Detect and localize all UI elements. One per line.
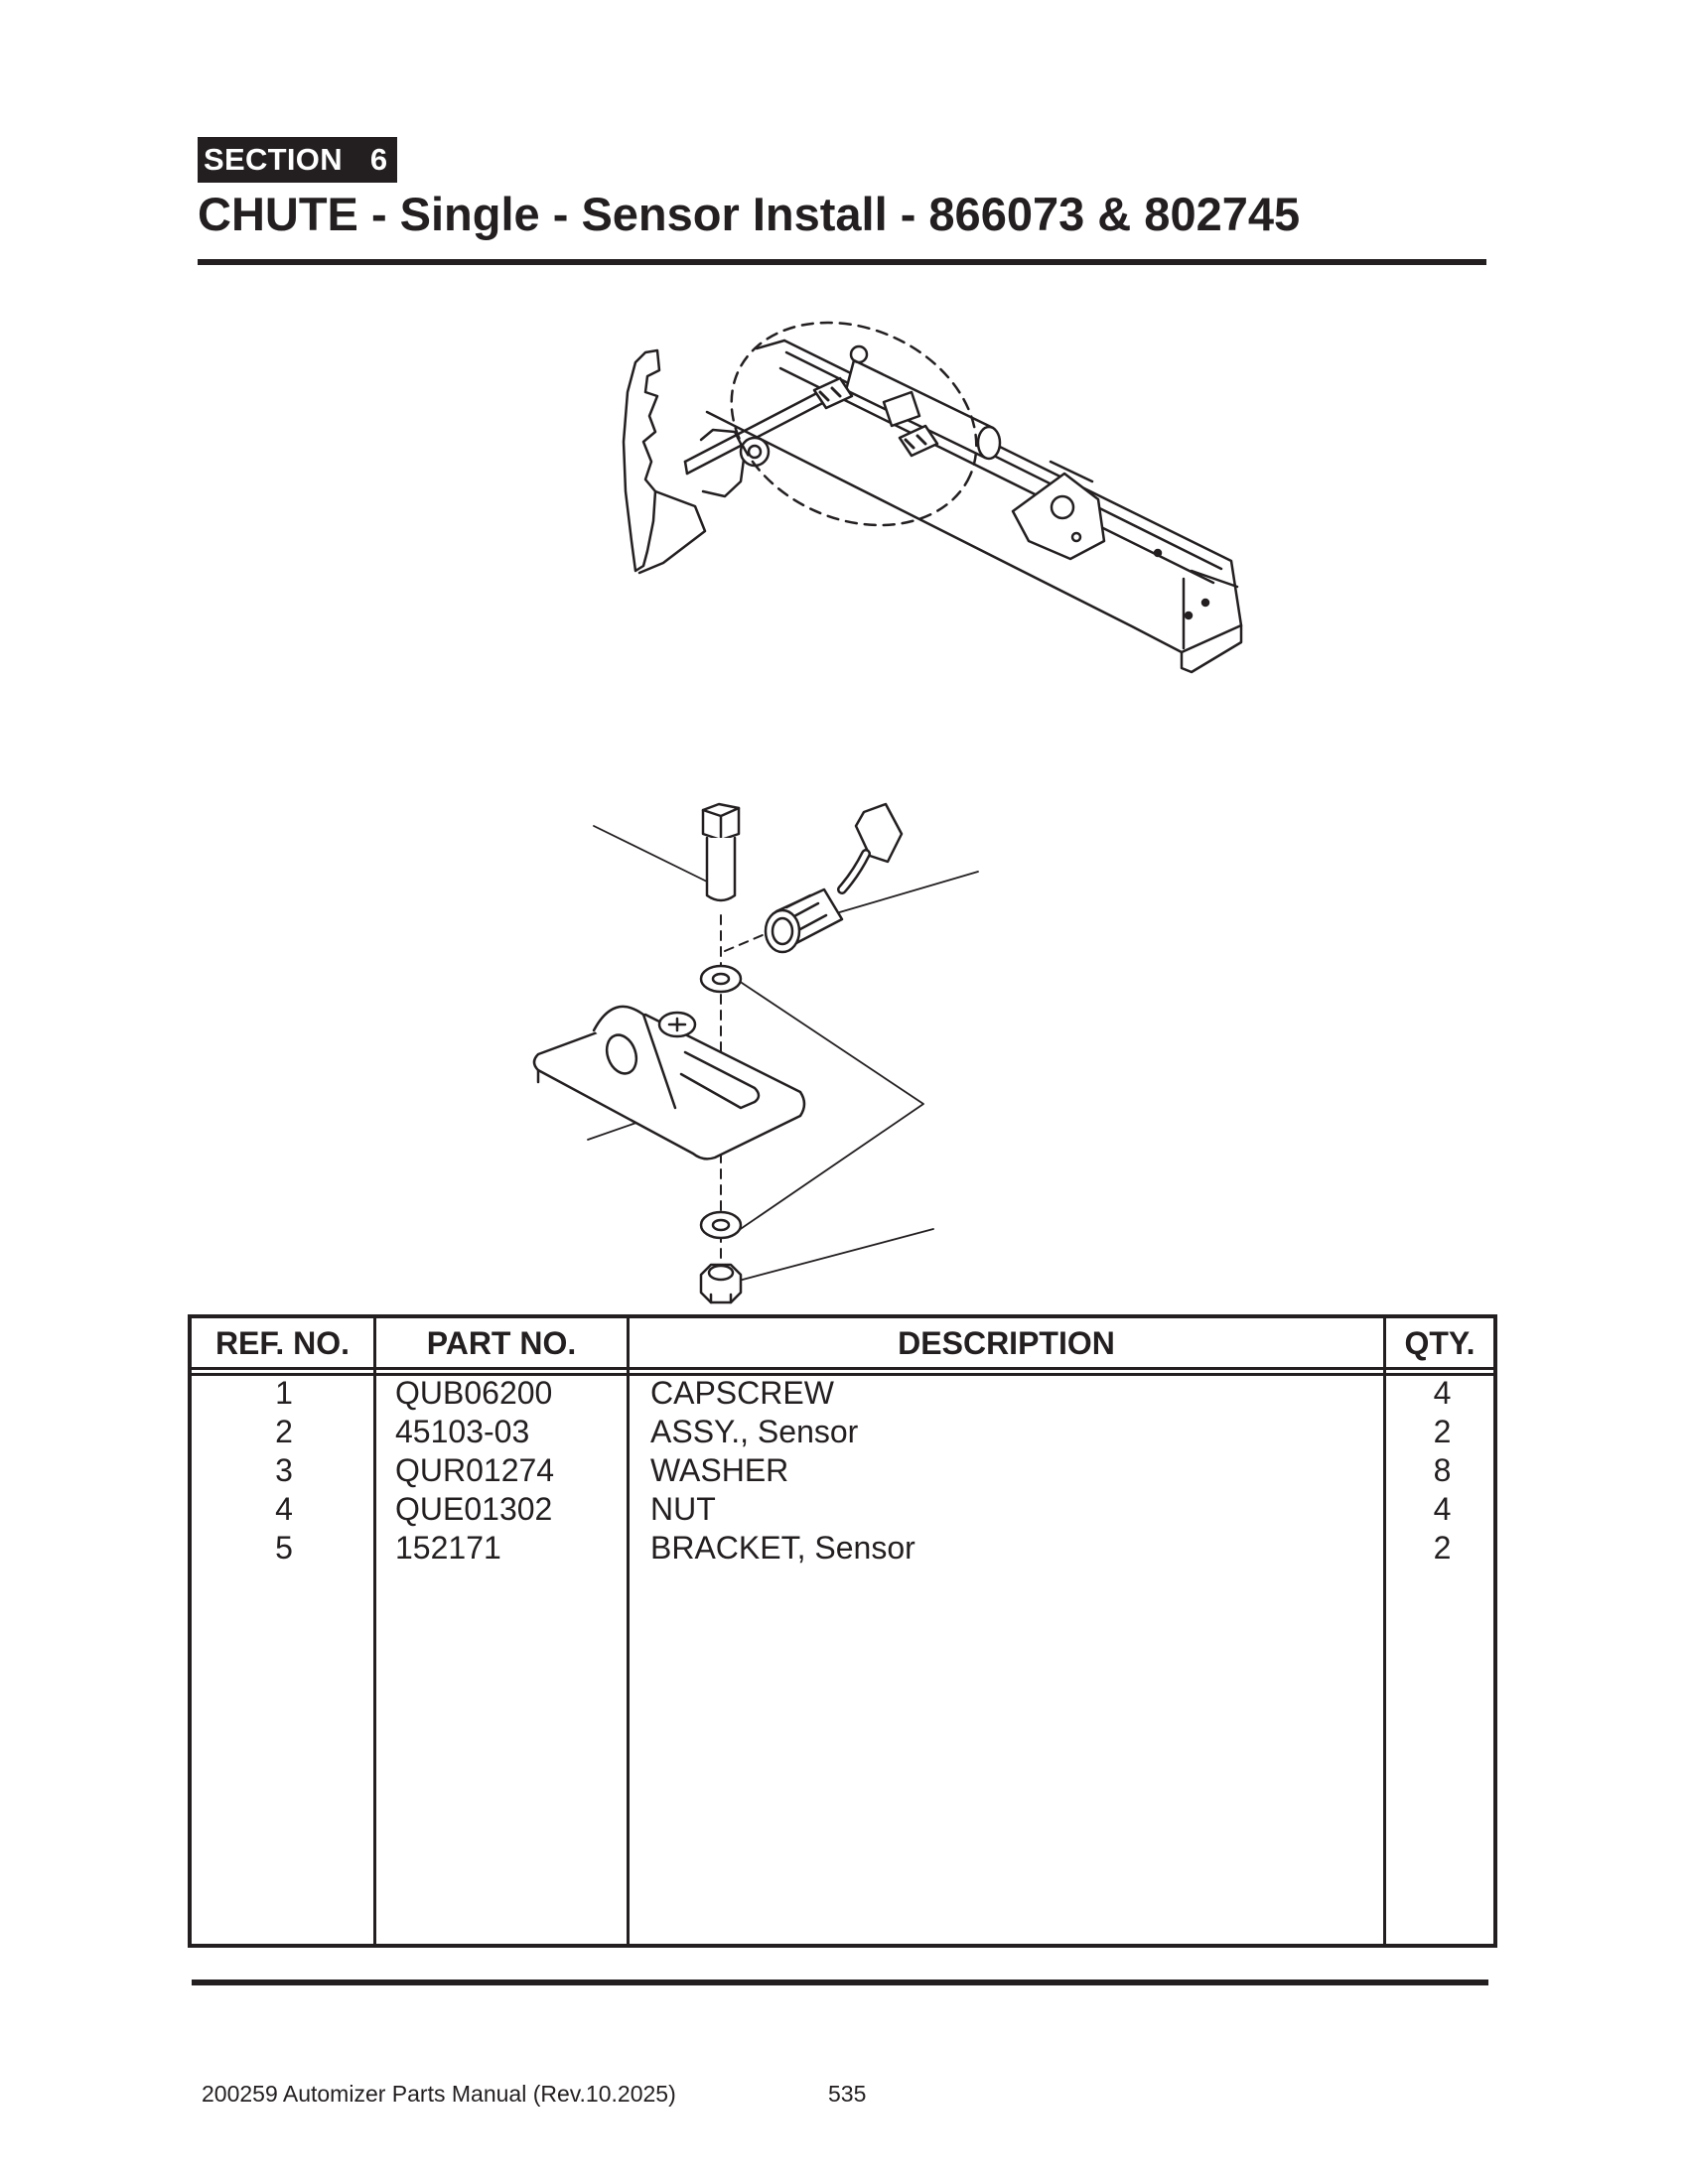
sensor-exploded-illustration — [532, 802, 979, 1304]
part-cell: QUB06200 — [395, 1375, 553, 1411]
column-header-part: PART NO. — [426, 1325, 577, 1361]
table-row: 2 45103-03 ASSY., Sensor 2 — [192, 1413, 1493, 1451]
qty-cell: 2 — [1433, 1414, 1452, 1449]
column-divider — [627, 1318, 630, 1944]
ref-cell: 3 — [275, 1452, 293, 1488]
page-number: 535 — [828, 2081, 867, 2107]
description-cell: BRACKET, Sensor — [650, 1530, 915, 1566]
qty-cell: 2 — [1433, 1530, 1452, 1566]
header-rule — [198, 259, 1486, 265]
ref-cell: 5 — [275, 1530, 293, 1566]
column-divider — [1383, 1318, 1386, 1944]
part-cell: 152171 — [395, 1530, 501, 1566]
qty-cell: 4 — [1433, 1491, 1452, 1527]
parts-table: REF. NO. PART NO. DESCRIPTION QTY. 1 QUB… — [188, 1314, 1497, 1948]
page-title: CHUTE - Single - Sensor Install - 866073… — [198, 188, 1301, 240]
description-cell: NUT — [650, 1491, 716, 1527]
table-row: 4 QUE01302 NUT 4 — [192, 1490, 1493, 1529]
part-cell: 45103-03 — [395, 1414, 530, 1449]
table-row: 5 152171 BRACKET, Sensor 2 — [192, 1529, 1493, 1568]
column-header-ref: REF. NO. — [214, 1325, 351, 1361]
ref-cell: 4 — [275, 1491, 293, 1527]
description-cell: ASSY., Sensor — [650, 1414, 859, 1449]
column-header-description: DESCRIPTION — [898, 1325, 1115, 1361]
part-cell: QUR01274 — [395, 1452, 555, 1488]
header-divider — [192, 1367, 1493, 1370]
column-header-qty: QTY. — [1404, 1325, 1476, 1361]
section-label: SECTION — [204, 142, 343, 177]
column-divider — [373, 1318, 376, 1944]
footer-manual-title: 200259 Automizer Parts Manual (Rev.10.20… — [202, 2081, 676, 2107]
chute-overview-illustration — [622, 321, 1243, 674]
table-row: 1 QUB06200 CAPSCREW 4 — [192, 1374, 1493, 1413]
ref-cell: 1 — [275, 1375, 293, 1411]
footer-rule — [192, 1979, 1488, 1985]
ref-cell: 2 — [275, 1414, 293, 1449]
qty-cell: 8 — [1433, 1452, 1452, 1488]
table-row: 3 QUR01274 WASHER 8 — [192, 1451, 1493, 1490]
header-divider — [192, 1373, 1493, 1376]
section-number: 6 — [369, 142, 388, 177]
part-cell: QUE01302 — [395, 1491, 553, 1527]
description-cell: CAPSCREW — [650, 1375, 834, 1411]
section-badge: SECTION 6 — [198, 137, 398, 183]
description-cell: WASHER — [650, 1452, 789, 1488]
table-body: 1 QUB06200 CAPSCREW 4 2 45103-03 ASSY., … — [192, 1374, 1493, 1568]
qty-cell: 4 — [1433, 1375, 1452, 1411]
